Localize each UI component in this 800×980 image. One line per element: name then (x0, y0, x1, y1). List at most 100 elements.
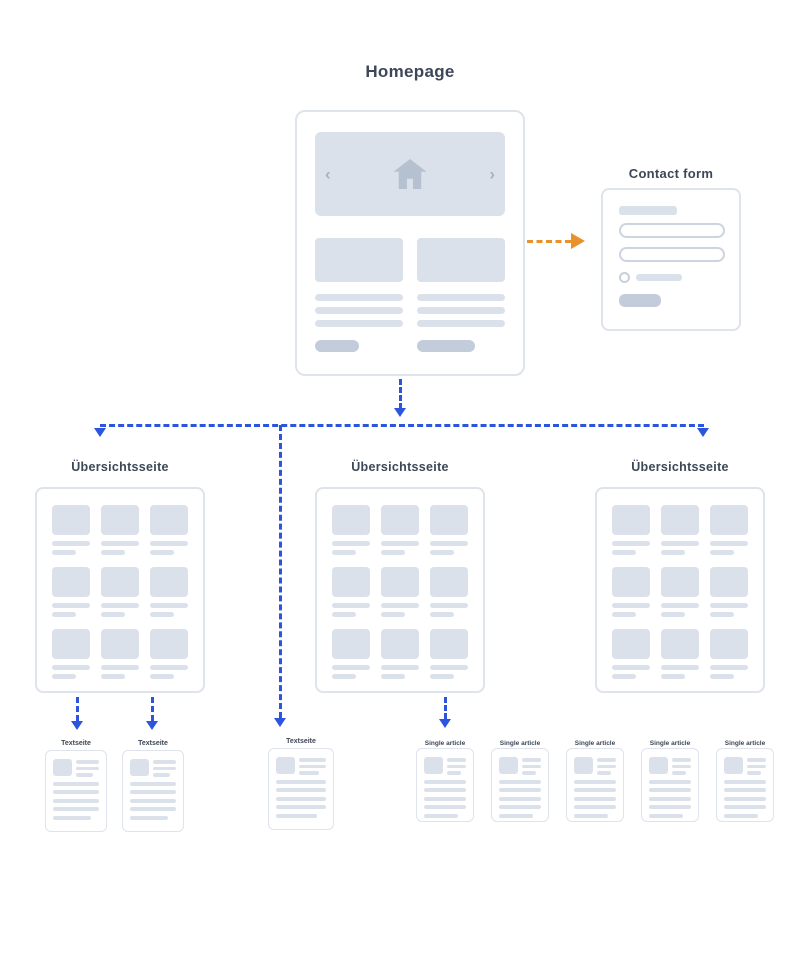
thumbnail-block (661, 629, 699, 659)
doc-header (424, 757, 466, 775)
text-line (661, 603, 699, 608)
arrowhead-center-branch (394, 408, 406, 417)
connector-left-overview-to-textpage-2 (151, 697, 154, 721)
text-line (747, 764, 766, 768)
text-line (447, 758, 466, 762)
text-line (649, 813, 684, 818)
grid-item (150, 629, 188, 679)
text-line (53, 807, 99, 811)
thumbnail-block (649, 757, 668, 774)
text-line (52, 541, 90, 546)
thumbnail-block (381, 567, 419, 597)
text-line (747, 758, 766, 762)
body-lines (499, 779, 541, 818)
text-line (76, 773, 94, 777)
overview-page-title: Übersichtsseite (631, 460, 729, 474)
arrowhead-article-1 (439, 719, 451, 728)
text-line (150, 674, 174, 679)
arrowhead-to-contactform (571, 233, 585, 249)
contact-form-title: Contact form (628, 166, 714, 181)
text-line (276, 788, 326, 792)
input-field (619, 223, 725, 238)
text-line (724, 805, 766, 809)
text-line (747, 771, 762, 775)
text-line (710, 665, 748, 670)
doc-content (642, 749, 698, 821)
homepage-wireframe: ‹ › (295, 110, 525, 376)
text-line (101, 665, 139, 670)
thumbnail-block (332, 505, 370, 535)
grid-item (612, 567, 650, 617)
homepage-title: Homepage (365, 62, 455, 81)
text-line (612, 665, 650, 670)
article-page-title: Single article (574, 740, 616, 747)
doc-header (276, 757, 326, 775)
text-line (597, 758, 616, 762)
grid-item (661, 629, 699, 679)
text-line (276, 813, 317, 818)
grid-item (661, 505, 699, 555)
text-line (332, 612, 356, 617)
doc-content (46, 751, 106, 831)
body-lines (724, 779, 766, 818)
article-page-title: Single article (724, 740, 766, 747)
thumbnail-block (381, 505, 419, 535)
arrowhead-right-branch (697, 428, 709, 437)
article-page-wireframe (491, 748, 549, 822)
overview-page-title: Übersichtsseite (351, 460, 449, 474)
grid-item (381, 505, 419, 555)
text-line (724, 813, 759, 818)
thumbnail-block (150, 505, 188, 535)
grid-item (101, 505, 139, 555)
text-line (153, 760, 176, 764)
text-line (53, 781, 99, 786)
text-line (417, 320, 505, 327)
grid-item (661, 567, 699, 617)
text-line (574, 788, 616, 792)
text-line (710, 612, 734, 617)
text-line (53, 790, 99, 794)
overview-grid (332, 505, 468, 679)
article-page-wireframe (716, 748, 774, 822)
text-line (430, 612, 454, 617)
text-line (381, 550, 405, 555)
article-page-title: Single article (649, 740, 691, 747)
label-block (619, 206, 677, 215)
header-lines (597, 757, 616, 775)
text-line (150, 665, 188, 670)
text-line (52, 603, 90, 608)
thumbnail-block (499, 757, 518, 774)
overview-grid (612, 505, 748, 679)
text-line (649, 805, 691, 809)
text-line (332, 674, 356, 679)
overview-page-title: Übersichtsseite (71, 460, 169, 474)
text-line (612, 550, 636, 555)
text-line (724, 796, 766, 801)
arrowhead-left-branch (94, 428, 106, 437)
text-line (447, 771, 462, 775)
article-page-wireframe (416, 748, 474, 822)
doc-header (53, 759, 99, 777)
header-lines (153, 759, 176, 777)
text-line (150, 541, 188, 546)
thumbnail-block (424, 757, 443, 774)
thumbnail-block (612, 505, 650, 535)
grid-item (381, 567, 419, 617)
text-line (522, 764, 541, 768)
doc-content (417, 749, 473, 821)
thumbnail-block (101, 629, 139, 659)
thumbnail-block (574, 757, 593, 774)
body-lines (649, 779, 691, 818)
text-line (381, 612, 405, 617)
thumbnail-block (150, 629, 188, 659)
text-line (381, 665, 419, 670)
text-line (153, 773, 171, 777)
input-field (619, 247, 725, 262)
connector-branch-horizontal (100, 424, 704, 427)
text-page-wireframe (45, 750, 107, 832)
text-line (424, 805, 466, 809)
thumbnail-block (661, 567, 699, 597)
image-block (315, 238, 403, 282)
grid-item (710, 505, 748, 555)
